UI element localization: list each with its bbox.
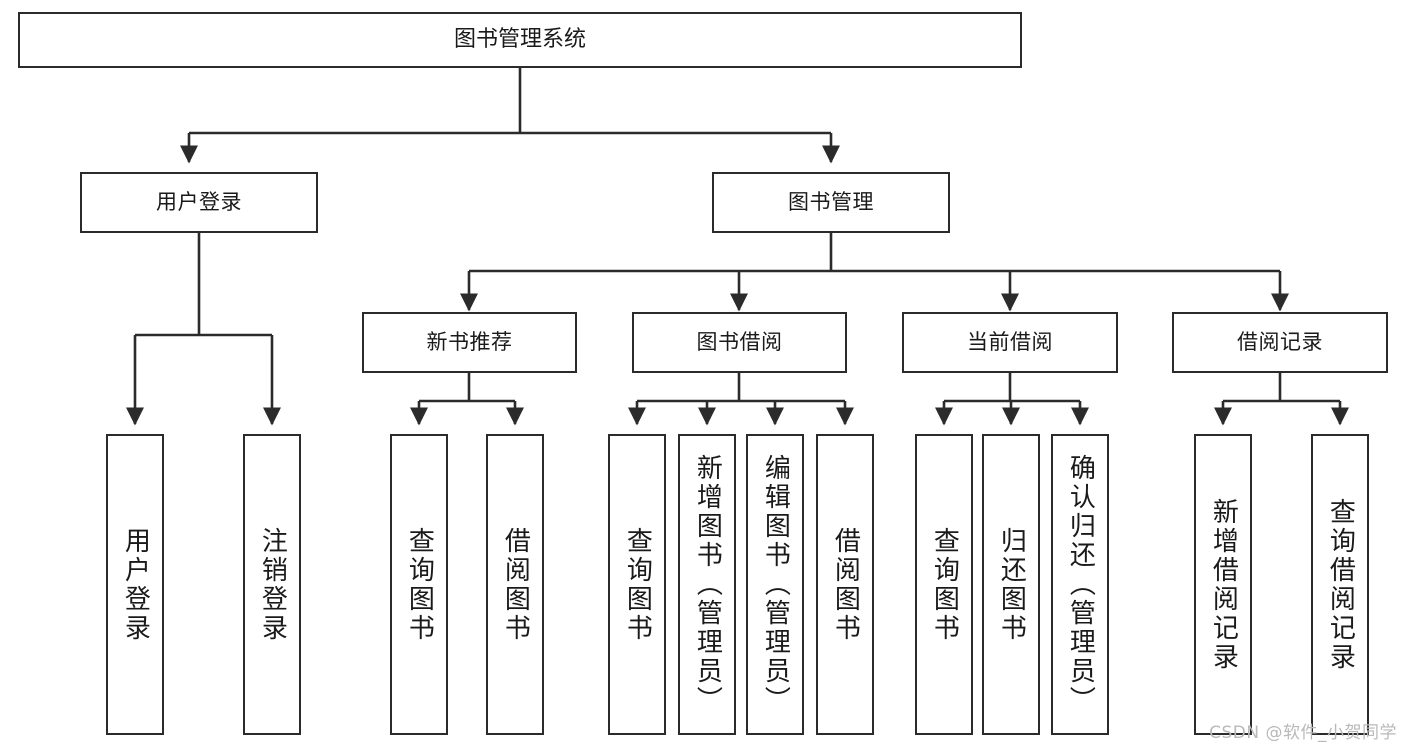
leaf-user-login[interactable]: 用户登录 (106, 434, 164, 735)
leaf-label: 编辑图书（管理员） (760, 454, 791, 715)
leaf-return-book[interactable]: 归还图书 (982, 434, 1040, 735)
leaf-add-book-admin[interactable]: 新增图书（管理员） (678, 434, 736, 735)
leaf-user-logout[interactable]: 注销登录 (243, 434, 301, 735)
leaf-label: 用户登录 (120, 526, 151, 643)
leaf-label: 查询借阅记录 (1325, 497, 1356, 672)
leaf-label: 注销登录 (257, 526, 288, 643)
leaf-borrow-book-recommend[interactable]: 借阅图书 (486, 434, 544, 735)
node-root-system[interactable]: 图书管理系统 (18, 12, 1022, 68)
leaf-label: 归还图书 (996, 526, 1027, 643)
leaf-query-book-borrow[interactable]: 查询图书 (608, 434, 666, 735)
node-current-borrow[interactable]: 当前借阅 (902, 312, 1118, 373)
node-new-book-recommend[interactable]: 新书推荐 (362, 312, 577, 373)
leaf-edit-book-admin[interactable]: 编辑图书（管理员） (746, 434, 804, 735)
leaf-label: 查询图书 (622, 526, 653, 643)
leaf-label: 查询图书 (929, 526, 960, 643)
leaf-label: 新增借阅记录 (1208, 497, 1239, 672)
leaf-borrow-book[interactable]: 借阅图书 (816, 434, 874, 735)
csdn-watermark: CSDN @软件_小贺同学 (1209, 723, 1397, 743)
node-borrow-record[interactable]: 借阅记录 (1172, 312, 1388, 373)
leaf-query-book-recommend[interactable]: 查询图书 (390, 434, 448, 735)
leaf-label: 借阅图书 (500, 526, 531, 643)
node-book-management[interactable]: 图书管理 (712, 172, 950, 233)
node-user-login[interactable]: 用户登录 (80, 172, 318, 233)
node-book-borrow[interactable]: 图书借阅 (632, 312, 847, 373)
leaf-label: 确认归还（管理员） (1065, 454, 1096, 715)
leaf-query-borrow-record[interactable]: 查询借阅记录 (1311, 434, 1369, 735)
leaf-label: 查询图书 (404, 526, 435, 643)
leaf-label: 借阅图书 (830, 526, 861, 643)
leaf-add-borrow-record[interactable]: 新增借阅记录 (1194, 434, 1252, 735)
leaf-label: 新增图书（管理员） (692, 454, 723, 715)
leaf-query-book-current[interactable]: 查询图书 (915, 434, 973, 735)
leaf-confirm-return-admin[interactable]: 确认归还（管理员） (1051, 434, 1109, 735)
